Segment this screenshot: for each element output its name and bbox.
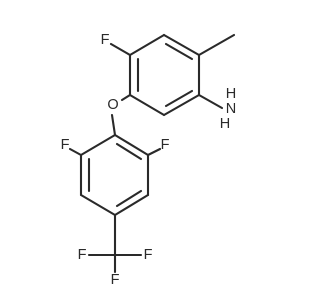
bond-methyl — [197, 33, 236, 57]
bond-c-f-right — [146, 147, 162, 157]
bond-d6-d1 — [79, 133, 117, 157]
bond-c1-c2 — [162, 33, 201, 57]
upper-aromatic-ring — [128, 33, 201, 117]
atom-fluorine-cf3-left: F — [78, 247, 87, 263]
bond-d4-d5 — [79, 193, 117, 217]
bond-c-o — [120, 93, 132, 102]
bond-c4-c5 — [128, 93, 166, 117]
bond-c-f-left — [68, 147, 83, 157]
atom-hydrogen-amine-top: H — [226, 86, 236, 102]
bond-c1-c2-inner — [164, 42, 194, 61]
bond-o-c — [110, 113, 117, 137]
atom-hydrogen-amine-left: H — [220, 116, 230, 132]
bond-c-f-top — [109, 42, 132, 57]
structure-diagram: F O N H H F F F F F — [61, 32, 237, 288]
atom-oxygen-ether: O — [107, 97, 118, 113]
bond-c3-c4 — [162, 93, 201, 117]
bond-c6-c1 — [128, 33, 166, 57]
atom-nitrogen-amine: N — [226, 101, 236, 117]
bond-c-n — [197, 93, 224, 110]
lower-aromatic-ring — [79, 133, 150, 217]
atom-fluorine-right: F — [161, 137, 170, 153]
atom-fluorine-top: F — [101, 32, 110, 48]
bond-c3-c4-inner — [164, 89, 194, 108]
atom-fluorine-left: F — [61, 137, 70, 153]
bond-d1-d2-inner — [115, 142, 143, 161]
atom-fluorine-cf3-bottom: F — [111, 272, 120, 288]
bond-d1-d2 — [113, 133, 150, 157]
atom-fluorine-cf3-right: F — [144, 247, 153, 263]
bond-d3-d4-inner — [115, 189, 143, 208]
bond-d3-d4 — [113, 193, 150, 217]
